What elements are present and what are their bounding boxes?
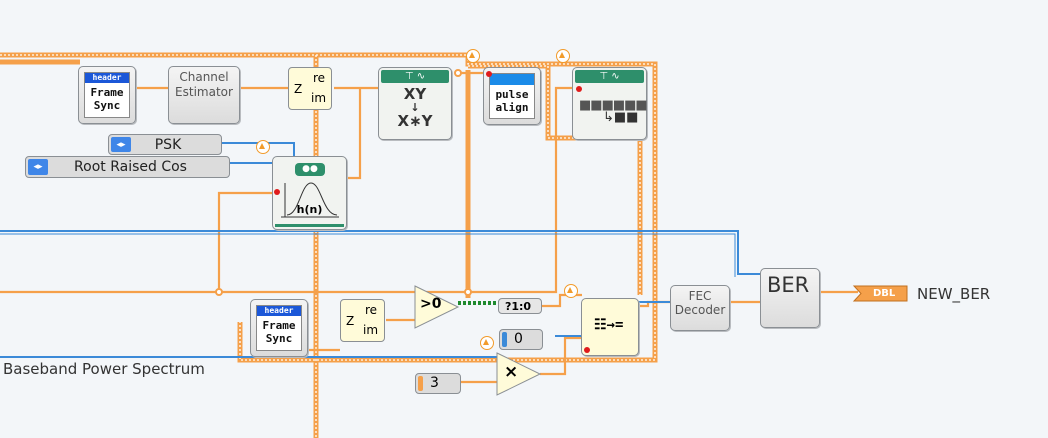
indicator-name: NEW_BER xyxy=(917,285,991,303)
complex-im-label: im xyxy=(363,323,379,337)
frame-sync-line2: Sync xyxy=(93,99,121,112)
constant-three-value: 3 xyxy=(430,375,439,391)
blue-wire-double xyxy=(0,233,736,277)
coercion-warning-icon xyxy=(556,49,570,63)
xy-line3: X∗Y xyxy=(397,112,433,130)
error-terminal-dot xyxy=(486,71,492,77)
coercion-warning-icon xyxy=(480,336,494,350)
multiply-node[interactable] xyxy=(496,352,542,396)
pulse-align-icon: pulse align xyxy=(489,73,535,119)
ber-node[interactable]: BER xyxy=(760,268,820,328)
new-ber-indicator[interactable] xyxy=(852,284,910,304)
decimate-samples-icon: ■■■■■■ xyxy=(579,98,648,113)
psk-ring-control[interactable]: ◂▸ PSK xyxy=(108,134,222,155)
pulse-align-node[interactable]: pulse align xyxy=(483,67,541,125)
bool-to-int-node[interactable]: ?1:0 xyxy=(498,298,542,314)
channel-estimator-line1: Channel xyxy=(179,70,229,84)
error-terminal-dot xyxy=(576,86,582,92)
ring-arrows-icon[interactable]: ◂▸ xyxy=(111,137,131,152)
indicator-type: DBL xyxy=(873,288,896,299)
blue-wires xyxy=(0,142,762,358)
filter-coefficients-node[interactable]: ●● h(n) xyxy=(272,156,347,230)
signal-icon: ⊤ ∿ xyxy=(575,70,644,83)
pulse-align-line1: pulse xyxy=(495,88,529,101)
spectrum-label: Baseband Power Spectrum xyxy=(3,360,205,378)
frame-sync-bottom-node[interactable]: header Frame Sync xyxy=(250,299,308,357)
frame-sync-icon: header Frame Sync xyxy=(256,305,302,351)
signal-icon: ⊤ ∿ xyxy=(381,70,449,83)
xy-arrow: ↓ xyxy=(410,101,420,114)
complex-to-reim-bottom-node[interactable]: Z re im xyxy=(340,299,385,342)
coercion-warning-icon xyxy=(466,49,480,63)
error-terminal-dot xyxy=(274,189,280,195)
frame-sync-icon: header Frame Sync xyxy=(84,72,130,118)
xy-multiply-node[interactable]: ⊤ ∿ XY ↓ X∗Y xyxy=(378,67,452,140)
frame-sync-line2: Sync xyxy=(265,332,293,345)
decimate-output-icon: ↳■■ xyxy=(603,110,639,125)
pulse-shape-ring-control[interactable]: ◂▸ Root Raised Cos xyxy=(25,156,230,178)
greater-than-zero-node[interactable] xyxy=(414,285,460,329)
pulse-shape-icon xyxy=(281,182,339,218)
multiply-label: × xyxy=(504,362,519,382)
complex-z-label: Z xyxy=(346,314,355,328)
complex-im-label: im xyxy=(311,91,327,105)
frame-sync-header: header xyxy=(85,73,129,83)
frame-sync-line1: Frame xyxy=(262,319,296,332)
filter-icon: ●● xyxy=(295,163,325,176)
xy-line1: XY xyxy=(403,85,427,103)
complex-z-label: Z xyxy=(294,82,303,96)
psk-value: PSK xyxy=(154,137,182,153)
pulse-align-line2: align xyxy=(495,101,529,114)
array-build-node[interactable]: ☷→= xyxy=(581,298,639,356)
bool-to-int-label: ?1:0 xyxy=(505,300,532,313)
frame-sync-header: header xyxy=(257,306,301,316)
constant-zero[interactable]: 0 xyxy=(499,329,543,350)
frame-sync-top-node[interactable]: header Frame Sync xyxy=(78,66,136,124)
coercion-warning-icon xyxy=(564,284,578,298)
fec-decoder-node[interactable]: FEC Decoder xyxy=(670,285,730,331)
error-terminal-dot xyxy=(584,347,590,353)
compare-label: >0 xyxy=(420,296,442,312)
coercion-warning-icon xyxy=(256,140,270,154)
frame-sync-line1: Frame xyxy=(90,86,124,99)
complex-to-reim-top-node[interactable]: Z re im xyxy=(288,67,332,110)
channel-estimator-node[interactable]: Channel Estimator xyxy=(168,66,240,124)
pulse-shape-value: Root Raised Cos xyxy=(74,159,187,175)
constant-three[interactable]: 3 xyxy=(415,373,461,394)
fec-decoder-line2: Decoder xyxy=(674,303,726,317)
wire-junctions xyxy=(215,69,472,296)
complex-re-label: re xyxy=(365,303,378,317)
channel-estimator-line2: Estimator xyxy=(175,85,233,99)
constant-zero-value: 0 xyxy=(514,331,523,347)
ber-label: BER xyxy=(767,273,810,297)
ring-arrows-icon[interactable]: ◂▸ xyxy=(28,159,48,175)
filter-label: h(n) xyxy=(296,203,323,216)
decimate-node[interactable]: ⊤ ∿ ■■■■■■ ↳■■ xyxy=(572,67,648,140)
array-build-icon: ☷→= xyxy=(594,317,624,333)
fec-decoder-line1: FEC xyxy=(688,289,712,303)
complex-re-label: re xyxy=(313,71,326,85)
